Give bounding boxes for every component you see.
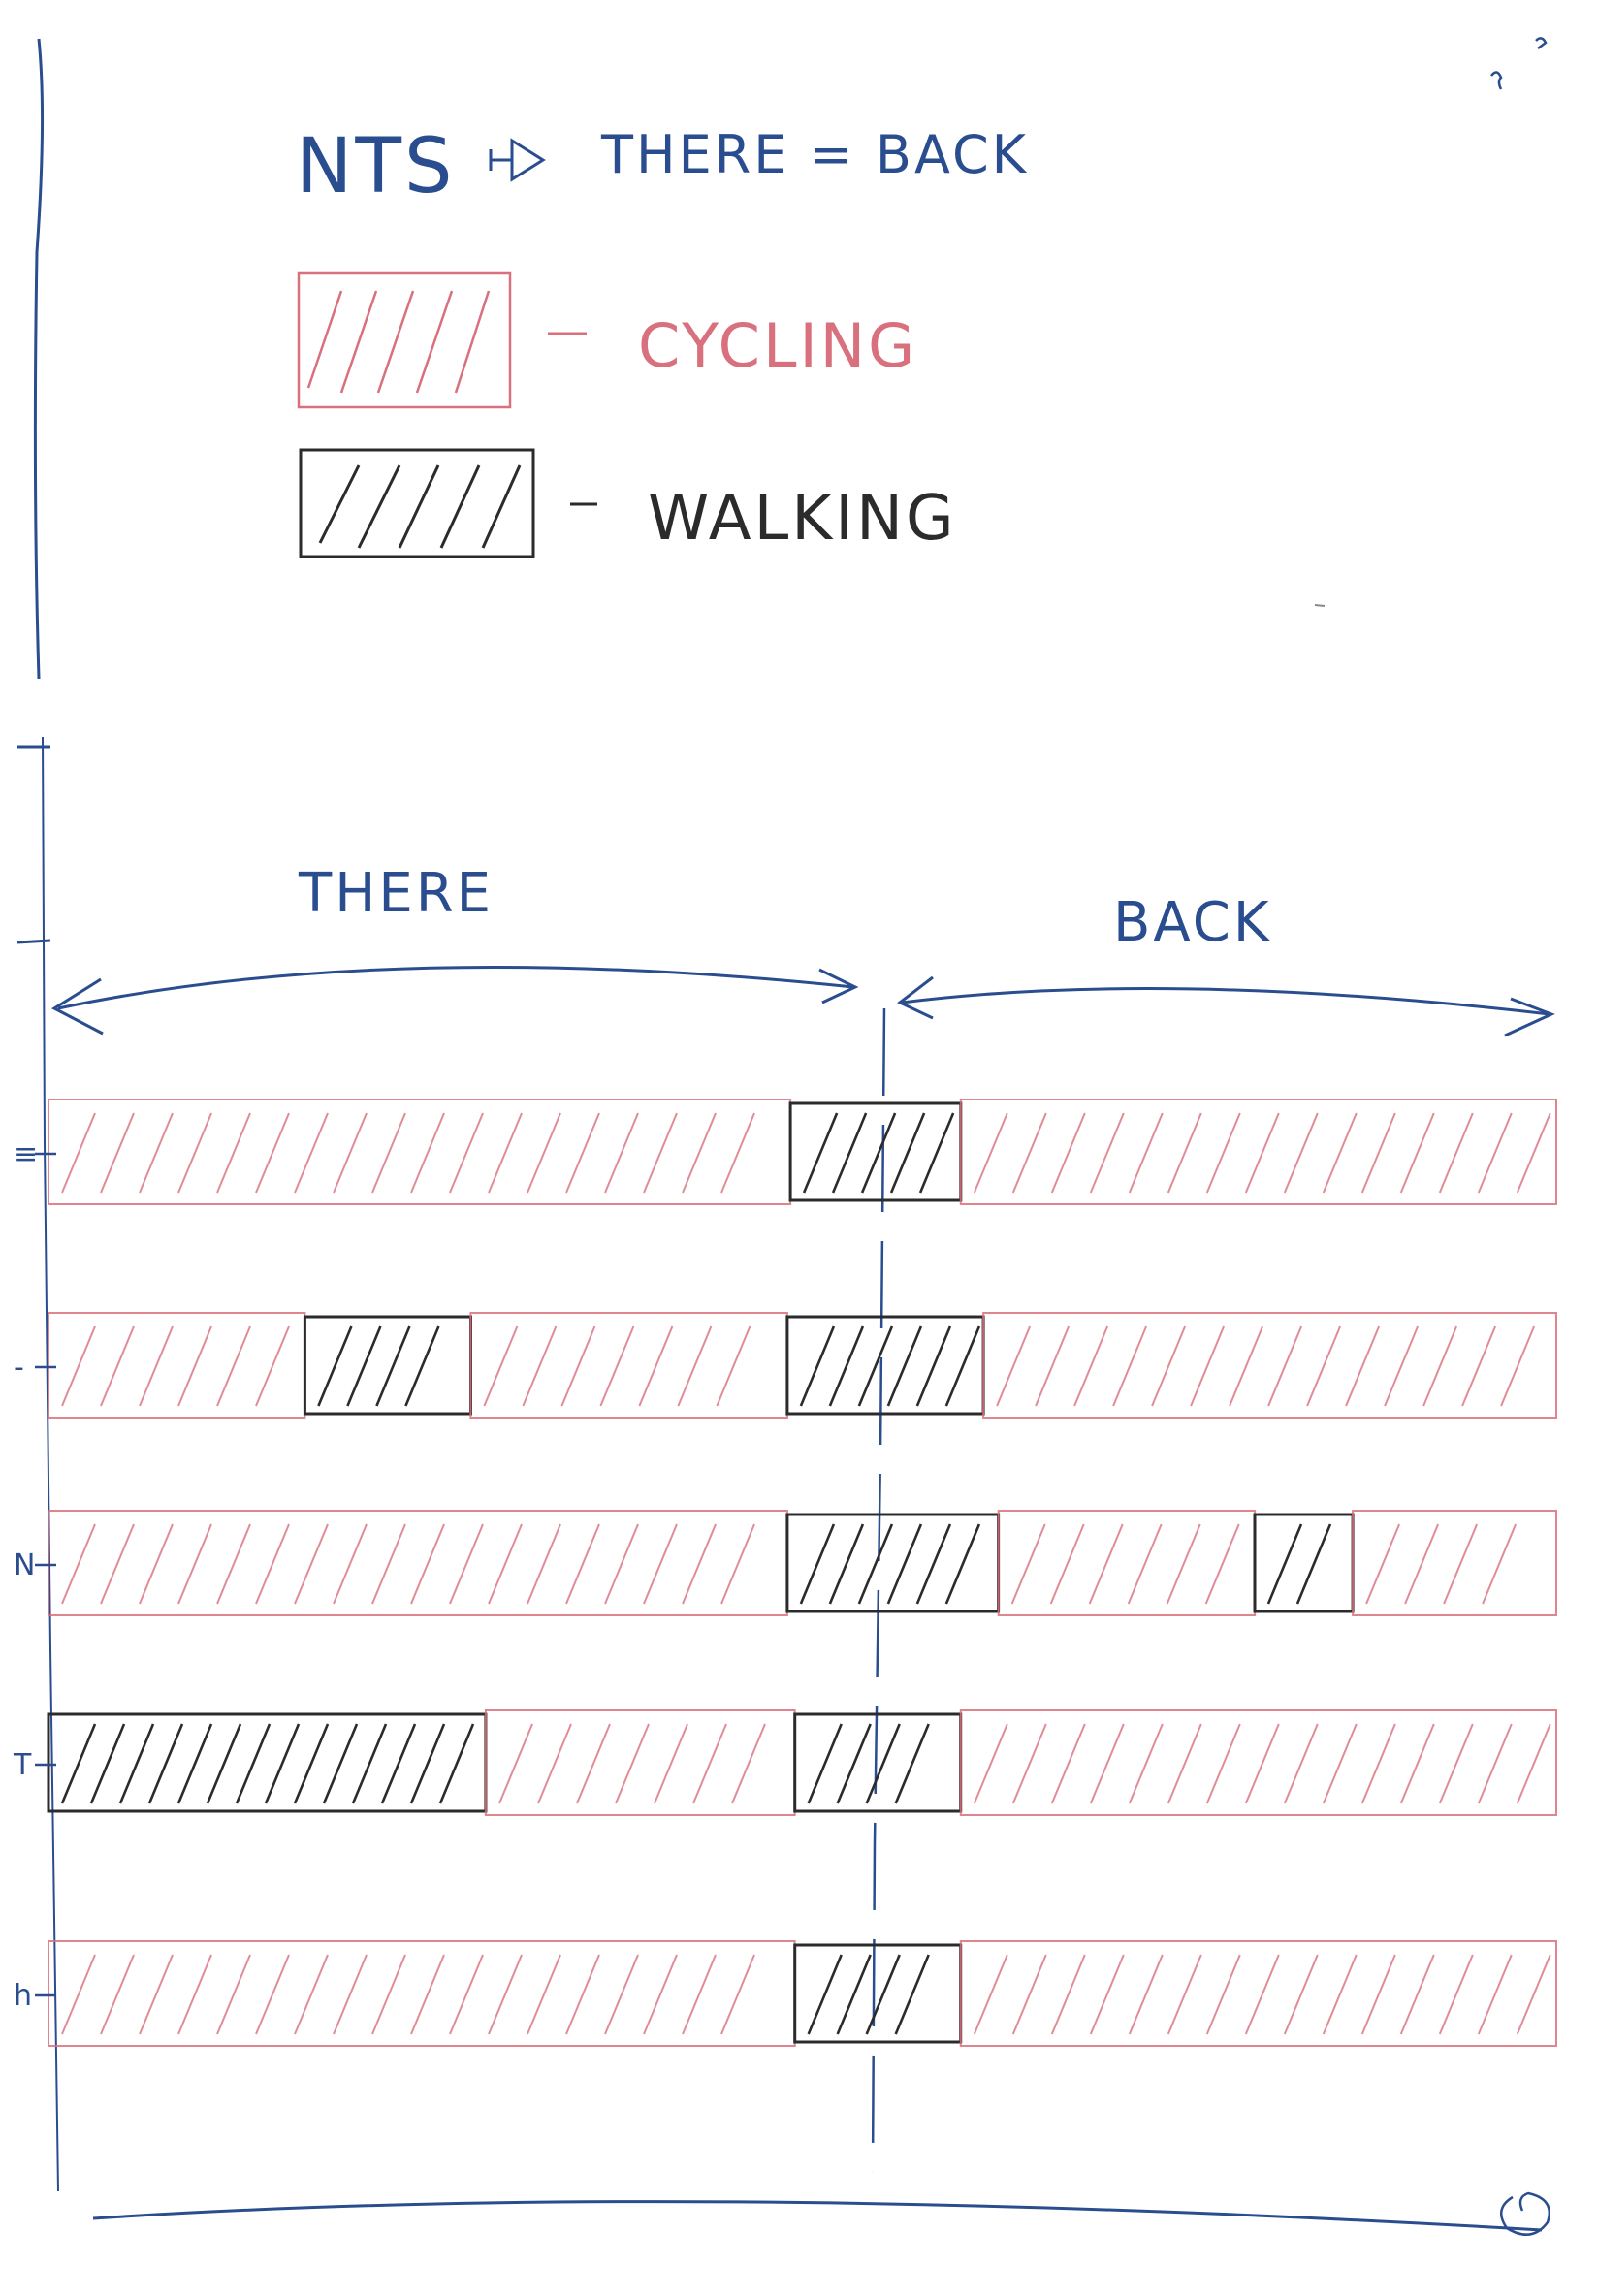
row-marker: N [14,1548,35,1582]
walking-segment [785,1315,985,1416]
stray-mark [1314,604,1326,607]
walking-segment [793,1712,963,1813]
bottom-line [92,2200,1543,2232]
legend-cycling-label: CYCLING [638,310,917,381]
margin-line-lower [42,736,59,2192]
there-equals-back-label: THERE = BACK [600,124,1029,185]
there-label: THERE [298,862,494,925]
cycling-segment [982,1312,1557,1419]
back-label: BACK [1113,891,1272,954]
timeline-rows: ≡ - N Th [13,1099,1557,2047]
nts-label: NTS [296,123,456,210]
cycling-segment [48,1510,788,1616]
cycling-segment [1352,1510,1557,1616]
timeline-row: - [14,1312,1557,1419]
walking-segment [303,1315,472,1416]
turnaround-line [871,1007,886,2173]
back-arrow [897,975,1555,1037]
cycling-segment [469,1312,788,1419]
row-marker: h [14,1979,32,2013]
cycling-segment [48,1099,792,1205]
legend-swatch-cycling [297,271,512,409]
cycling-segment [48,1940,796,2047]
cycling-segment [959,1709,1557,1816]
cycling-segment [484,1709,796,1816]
page-scribble [1500,2191,1550,2236]
walking-segment [793,1943,963,2044]
legend-swatch-walking [299,448,535,558]
cycling-segment [959,1099,1557,1205]
walking-segment [785,1513,1001,1613]
row-marker: ≡ [14,1137,38,1171]
row-marker: T [13,1748,32,1782]
arrow-icon [489,138,546,182]
corner-mark [1490,37,1548,90]
walking-segment [788,1101,963,1202]
cycling-segment [48,1312,306,1419]
walking-segment [47,1712,488,1813]
margin-line [33,38,45,680]
timeline-row: ≡ [14,1099,1557,1205]
legend-walking-label: WALKING [648,483,957,555]
cycling-segment [997,1510,1257,1616]
there-arrow [50,966,859,1036]
margin-tick [16,939,51,944]
walking-segment [1253,1513,1355,1613]
timeline-row: N [14,1510,1557,1616]
row-marker: - [14,1351,24,1385]
cycling-segment [959,1940,1557,2047]
timeline-row: h [14,1940,1557,2047]
timeline-row: T [13,1709,1557,1816]
